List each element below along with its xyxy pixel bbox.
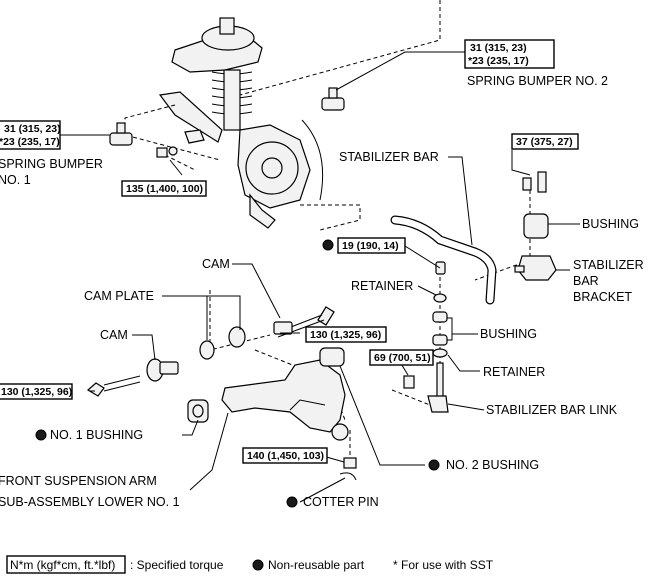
legend-unit-text: : Specified torque [130,558,224,572]
non-reusable-mark-retainer [322,239,334,251]
legend: N*m (kgf*cm, ft.*lbf) : Specified torque… [6,555,494,574]
no1-bushing-part [187,399,209,423]
torque-spring-bumper-1-line1: 31 (315, 23) [4,123,61,135]
stab-bushing-part [523,213,549,239]
cam-plate-part [199,326,246,360]
spring-bumper-no1 [109,122,133,146]
cam-top-part [273,321,293,335]
torque-box-cam-bolt-front: 130 (1,325, 96) [0,383,73,400]
torque-stab-bracket-text: 37 (375, 27) [516,136,573,148]
label-cam-left: CAM [100,328,128,342]
label-arm-line2: SUB-ASSEMBLY LOWER NO. 1 [0,495,180,509]
label-stab-bar-link: STABILIZER BAR LINK [486,403,618,417]
label-retainer-bottom: RETAINER [483,365,545,379]
strut-knuckle-assembly [158,17,324,229]
torque-box-cam-bolt-rear: 130 (1,325, 96) [305,326,387,343]
label-retainer-top: RETAINER [351,279,413,293]
label-stab-bracket-line2: BAR [573,274,599,288]
torque-box-stab-bracket: 37 (375, 27) [511,133,579,150]
label-cam-top: CAM [202,257,230,271]
torque-link-text: 69 (700, 51) [374,352,431,364]
label-stabilizer-bar: STABILIZER BAR [339,150,439,164]
torque-knuckle-text: 135 (1,400, 100) [126,183,203,195]
stab-bracket-part [514,255,557,281]
lower-arm-part [221,359,349,441]
cam-left-part [146,358,179,382]
leader-lines [60,51,580,503]
no2-bushing-part [319,347,345,367]
ball-joint-nut [339,457,357,481]
spring-bumper-no2 [321,87,345,111]
legend-non-reusable-mark [252,559,264,571]
label-cotter-pin: COTTER PIN [303,495,379,509]
cam-bolt-front [86,375,141,397]
torque-box-knuckle: 135 (1,400, 100) [121,180,207,197]
torque-cam-front-text: 130 (1,325, 96) [1,386,72,398]
knuckle-nut [156,146,178,158]
label-bushing-top: BUSHING [582,217,639,231]
label-stab-bracket-line1: STABILIZER [573,258,644,272]
torque-ball-joint-text: 140 (1,450, 103) [247,450,324,462]
legend-sst-note: * For use with SST [393,558,494,572]
label-arm-line1: FRONT SUSPENSION ARM [0,474,157,488]
label-spring-bumper-1-line2: NO. 1 [0,173,31,187]
torque-box-retainer: 19 (190, 14) [337,237,406,254]
label-spring-bumper-2: SPRING BUMPER NO. 2 [467,74,608,88]
torque-cam-rear-text: 130 (1,325, 96) [310,329,381,341]
stab-bracket-bolts [522,171,547,193]
torque-spring-bumper-2-line2: *23 (235, 17) [468,55,529,67]
torque-retainer-text: 19 (190, 14) [342,240,399,252]
legend-non-reusable: Non-reusable part [268,558,365,572]
non-reusable-mark-no2-bushing [428,459,440,471]
label-no2-bushing: NO. 2 BUSHING [446,458,539,472]
label-stab-bracket-line3: BRACKET [573,290,632,304]
label-bushing-mid: BUSHING [480,327,537,341]
label-spring-bumper-1-line1: SPRING BUMPER [0,157,103,171]
label-no1-bushing: NO. 1 BUSHING [50,428,143,442]
torque-box-link: 69 (700, 51) [369,349,434,366]
torque-spring-bumper-1-line2: *23 (235, 17) [0,136,60,148]
torque-box-spring-bumper-1: 31 (315, 23) *23 (235, 17) [0,120,61,150]
legend-unit-box: N*m (kgf*cm, ft.*lbf) [10,558,115,572]
non-reusable-mark-no1-bushing [35,429,47,441]
non-reusable-mark-cotter-pin [286,496,298,508]
retainer-top-part [433,261,447,303]
torque-box-spring-bumper-2: 31 (315, 23) *23 (235, 17) [464,39,555,69]
link-bushings [432,311,448,358]
label-cam-plate: CAM PLATE [84,289,154,303]
torque-spring-bumper-2-line1: 31 (315, 23) [470,42,527,54]
torque-box-ball-joint: 140 (1,450, 103) [242,447,328,464]
stab-bar-link-part [403,362,449,413]
stabilizer-bar-part [390,215,497,305]
